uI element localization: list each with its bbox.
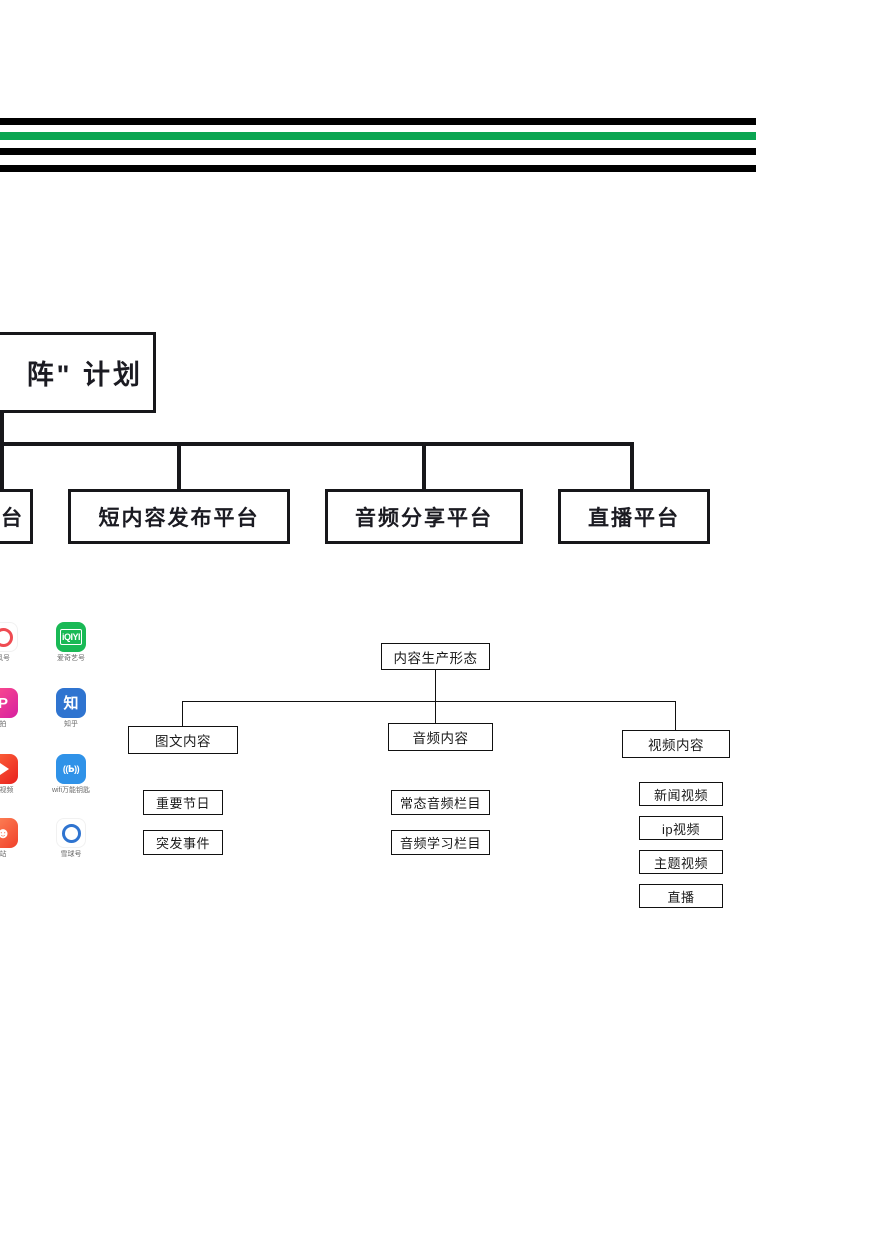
tier2-box-4: 直播平台	[558, 489, 710, 544]
bottom-leaf-label: 主题视频	[653, 855, 708, 871]
bar-black-middle	[0, 148, 756, 155]
bottom-leaf-box-3-1: 新闻视频	[639, 782, 723, 806]
iqiyi-glyph: iQIYI	[61, 631, 81, 642]
app-icon-label: wifi万能钥匙	[51, 787, 91, 794]
bottom-leaf-box-3-4: 直播	[639, 884, 723, 908]
bottom-leaf-label: 新闻视频	[653, 787, 708, 803]
bottom-branch-box-1: 图文内容	[128, 726, 238, 754]
bottom-leaf-label: 音频学习栏目	[399, 836, 481, 851]
bottom-leaf-box-2-2: 音频学习栏目	[391, 830, 490, 855]
bar-black-bottom	[0, 165, 756, 172]
app-icon-cell-fenghuang[interactable]: 风号	[0, 622, 33, 663]
bilibili-icon: ☻	[0, 818, 18, 848]
bottom-leaf-label: 重要节日	[155, 796, 210, 811]
bar-green	[0, 132, 756, 140]
bottom-leaf-box-2-1: 常态音频栏目	[391, 790, 490, 815]
fenghuang-icon	[0, 622, 18, 652]
connector-drop-2	[177, 442, 181, 490]
xueqiu-icon	[56, 818, 86, 848]
meipai-icon: P	[0, 688, 18, 718]
app-icon-label: 小视频	[0, 787, 14, 794]
tier2-label-3: 音频分享平台	[355, 506, 493, 530]
bottom-connector-drop-1	[182, 701, 184, 726]
app-icon-cell-xueqiu[interactable]: 雪球号	[41, 818, 101, 859]
tier2-box-1: 台	[0, 489, 33, 544]
bottom-branch-label-3: 视频内容	[648, 738, 704, 753]
connector-drop-4	[630, 442, 634, 490]
connector-title-down	[0, 412, 4, 446]
bottom-leaf-box-1-2: 突发事件	[143, 830, 223, 855]
bottom-branch-box-2: 音频内容	[388, 723, 493, 751]
app-icon-label: 知乎	[64, 721, 78, 728]
iqiyi-icon: iQIYI	[56, 622, 86, 652]
bar-black-top	[0, 118, 756, 125]
app-icon-cell-wifi-key[interactable]: ((ᖯ)) wifi万能钥匙	[41, 754, 101, 795]
top-chart-title-box: 阵" 计划	[0, 332, 156, 413]
bottom-leaf-box-1-1: 重要节日	[143, 790, 223, 815]
app-icon-label: 爱奇艺号	[57, 655, 85, 662]
app-icon-cell-meipai[interactable]: P 拍	[0, 688, 33, 729]
bottom-connector-root-down	[435, 670, 437, 702]
wifi-glyph: ((ᖯ))	[62, 763, 80, 774]
bottom-connector-bus	[182, 701, 676, 703]
tier2-box-2: 短内容发布平台	[68, 489, 290, 544]
tier2-label-4: 直播平台	[588, 506, 680, 530]
bottom-chart-root-box: 内容生产形态	[381, 643, 490, 670]
tier2-box-3: 音频分享平台	[325, 489, 523, 544]
bottom-leaf-label: ip视频	[661, 821, 701, 837]
app-icon-cell-iqiyi[interactable]: iQIYI 爱奇艺号	[41, 622, 101, 663]
bottom-branch-box-3: 视频内容	[622, 730, 730, 758]
bottom-branch-label-2: 音频内容	[412, 731, 469, 746]
bilibili-glyph: ☻	[0, 824, 11, 842]
bottom-leaf-label: 突发事件	[155, 836, 210, 851]
connector-bus-horizontal	[0, 442, 634, 446]
app-icon-label: 站	[0, 851, 7, 858]
bottom-leaf-box-3-3: 主题视频	[639, 850, 723, 874]
meipai-glyph: P	[0, 694, 8, 712]
top-chart-title-label: 阵" 计划	[26, 360, 143, 390]
bottom-connector-drop-2	[435, 701, 437, 723]
bottom-leaf-label: 直播	[667, 889, 695, 905]
app-icon-cell-zhihu[interactable]: 知 知乎	[41, 688, 101, 729]
bottom-branch-label-1: 图文内容	[155, 734, 211, 749]
tier2-label-2: 短内容发布平台	[98, 506, 260, 530]
app-icon-cell-bilibili[interactable]: ☻ 站	[0, 818, 33, 859]
app-icon-label: 雪球号	[60, 851, 82, 858]
wifi-key-icon: ((ᖯ))	[56, 754, 86, 784]
app-icon-label: 风号	[0, 655, 10, 662]
bottom-leaf-label: 常态音频栏目	[399, 796, 481, 811]
zhihu-icon: 知	[56, 688, 86, 718]
connector-drop-3	[422, 442, 426, 490]
tier2-label-1: 台	[1, 506, 24, 530]
bottom-chart-root-label: 内容生产形态	[393, 650, 478, 666]
connector-drop-1	[0, 442, 4, 490]
bottom-connector-drop-3	[675, 701, 677, 730]
zhihu-glyph: 知	[63, 694, 79, 712]
bottom-leaf-box-3-2: ip视频	[639, 816, 723, 840]
uc-video-icon	[0, 754, 18, 784]
app-icon-label: 拍	[0, 721, 7, 728]
app-icon-cell-uc-video[interactable]: 小视频	[0, 754, 33, 795]
